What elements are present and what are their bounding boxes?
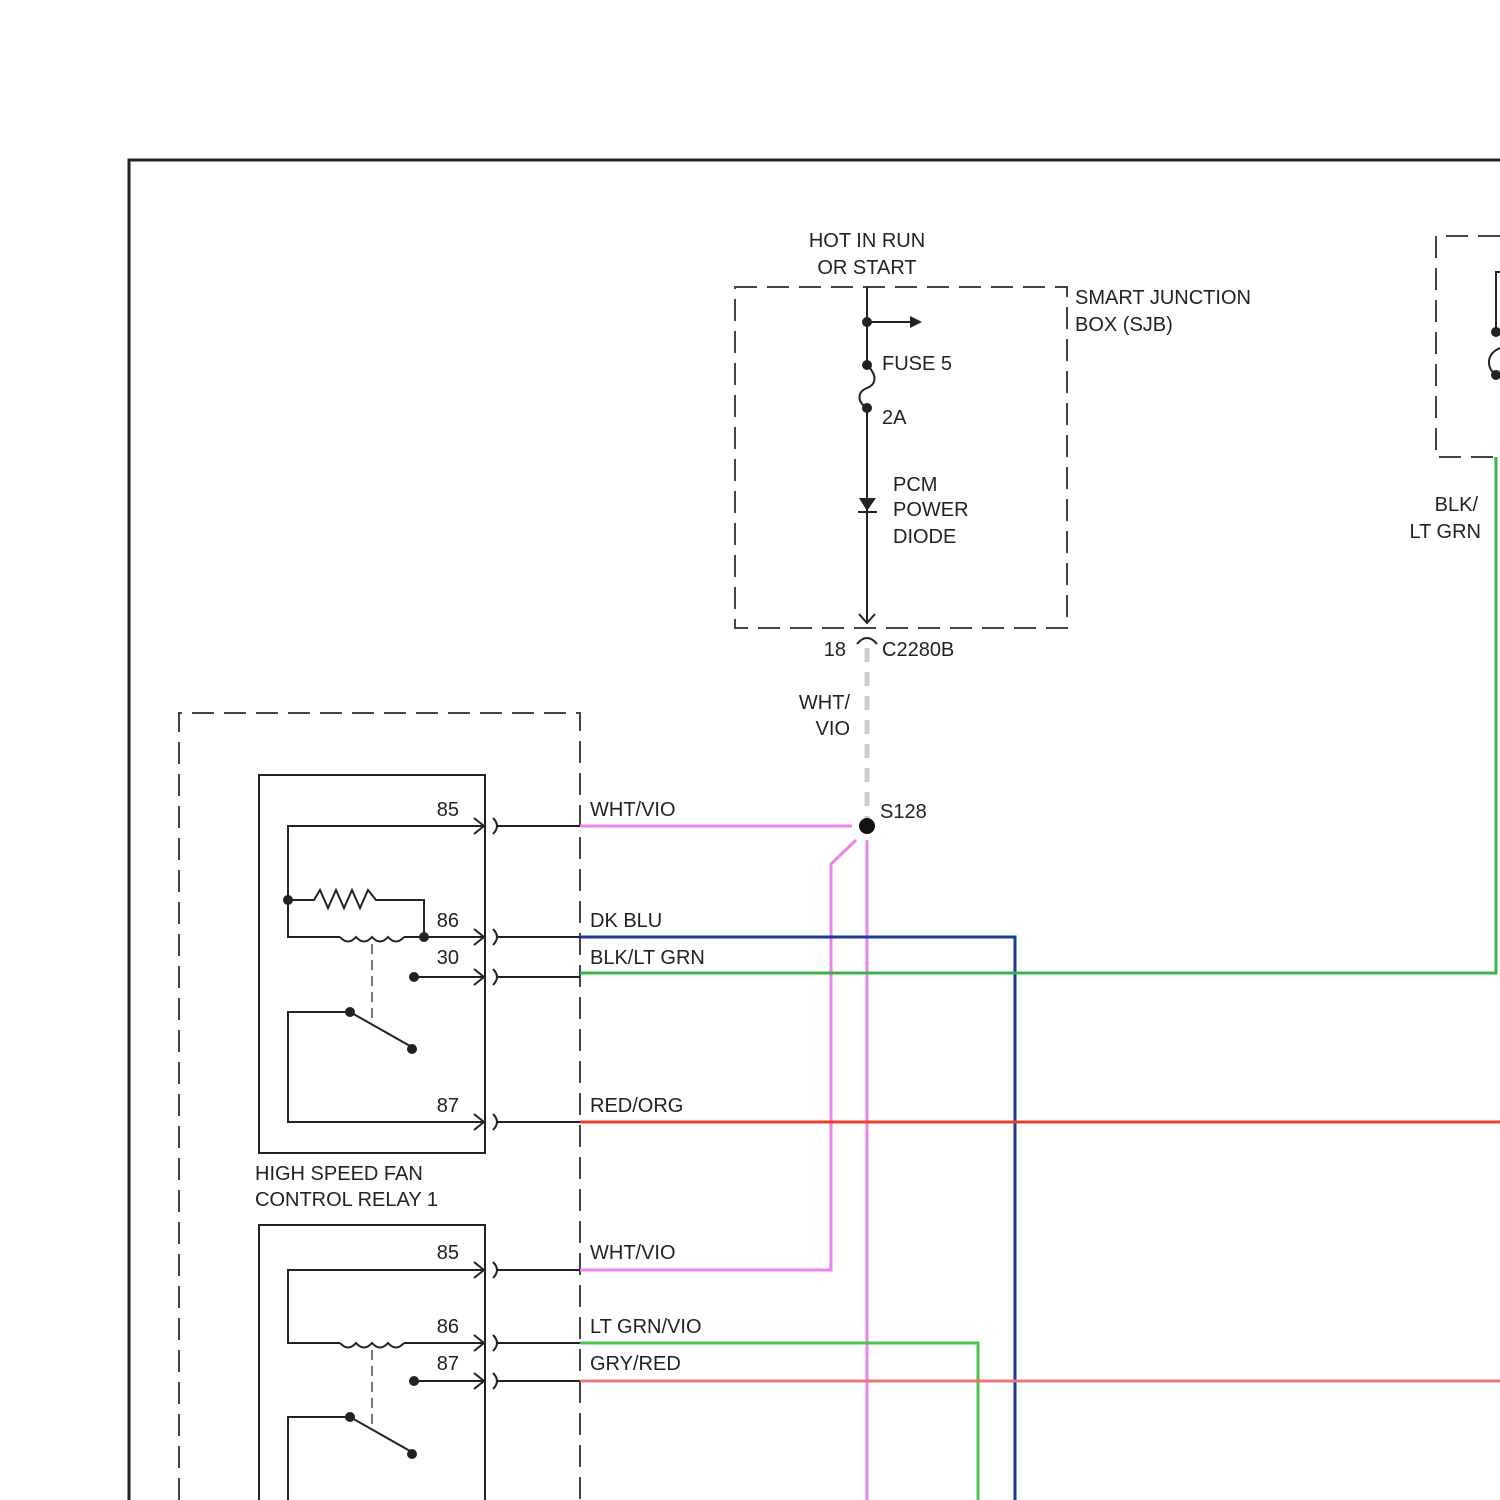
power-label-line1: HOT IN RUN [809,230,925,252]
fuse-symbol [860,365,875,408]
sjb-outline [735,287,1067,628]
right-wire-label-line2: LT GRN [1410,521,1482,543]
relay2-pin85: 85 [437,1242,459,1264]
relay1-pin86: 86 [437,910,459,932]
relay2-switch-circuit [288,1417,350,1500]
relay1-pin87: 87 [437,1095,459,1117]
relay1-switch-blade [350,1012,410,1046]
wire-label-relay1-30: BLK/LT GRN [590,947,705,969]
connector-female [857,638,877,644]
relay1-resistor [288,890,424,937]
splice-node [859,818,875,834]
wire-label-relay1-86: DK BLU [590,910,662,932]
diode-label-line2: POWER [893,499,969,521]
wire-label-relay2-85: WHT/VIO [590,1242,676,1264]
relay1-contact-30 [409,972,419,982]
diode-label-line1: PCM [893,474,937,496]
connector-name: C2280B [882,639,954,661]
diode-symbol [859,498,876,511]
fuse-label: FUSE 5 [882,353,952,375]
relay1-node-86 [419,932,429,942]
right-module-internal [1496,272,1500,332]
relay2-contact-87 [409,1376,419,1386]
relay2-pin-connectors [474,1262,580,1389]
relay1-contact-87 [407,1044,417,1054]
wire-label-relay1-87: RED/ORG [590,1095,683,1117]
diagram-border [129,160,1500,1500]
right-module-node-1 [1491,327,1500,337]
relay2-coil [340,1343,404,1348]
relay2-contact-lower [407,1449,417,1459]
connector-pin: 18 [824,639,846,661]
wire-wht-vio-relay2 [580,840,856,1270]
wire-label-relay2-86: LT GRN/VIO [590,1316,702,1338]
right-module-outline [1436,236,1500,457]
wire-dk-blu [580,937,1015,1500]
splice-label: S128 [880,801,927,823]
feed-wire-label-line2: VIO [816,718,850,740]
right-wire-label-line1: BLK/ [1435,494,1479,516]
wire-label-relay2-87: GRY/RED [590,1353,681,1375]
relay1-coil [340,937,404,942]
relay2-pin86: 86 [437,1316,459,1338]
branch-arrow-head [910,316,922,328]
sjb-label-line1: SMART JUNCTION [1075,287,1251,309]
wire-blk-lt-grn [580,457,1496,973]
power-label-line2: OR START [817,257,916,279]
relay1-pin-connectors [474,818,580,1130]
feed-wire-label-line1: WHT/ [799,692,851,714]
relay2-pin87: 87 [437,1353,459,1375]
relay1-name-line2: CONTROL RELAY 1 [255,1189,438,1211]
wire-label-relay1-85: WHT/VIO [590,799,676,821]
relay1-pin30: 30 [437,947,459,969]
diode-label-line3: DIODE [893,526,956,548]
fuse-rating: 2A [882,407,907,429]
relay2-switch-blade [350,1417,410,1451]
relay1-name-line1: HIGH SPEED FAN [255,1163,423,1185]
relay1-pin85: 85 [437,799,459,821]
sjb-label-line2: BOX (SJB) [1075,314,1173,336]
